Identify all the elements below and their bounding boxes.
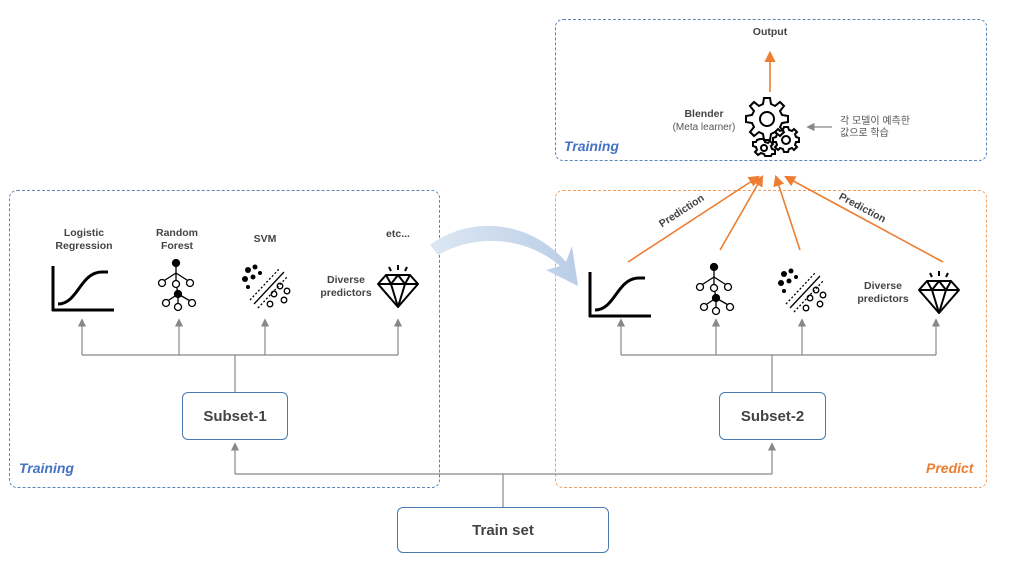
subset-1-box: Subset-1 [182, 392, 288, 440]
blender-label: Blender [684, 108, 724, 120]
diamond-icon [374, 264, 422, 315]
svm-label: SVM [253, 233, 277, 245]
decision-tree-icon-right [690, 262, 744, 323]
diverse-predictors-right-label: Diverse predictors [857, 280, 909, 305]
subset-2-box: Subset-2 [719, 392, 826, 440]
sigmoid-curve-icon [50, 264, 116, 319]
diamond-icon-right [915, 270, 963, 321]
decision-tree-icon [152, 258, 206, 319]
logistic-regression-label: Logistic Regression [55, 227, 113, 252]
left-panel-label: Training [19, 460, 74, 476]
transfer-curve-arrow [430, 225, 578, 286]
etc-label: etc... [386, 228, 410, 240]
svm-scatter-icon [240, 262, 294, 317]
train-set-box: Train set [397, 507, 609, 553]
diverse-predictors-left-label: Diverse predictors [320, 274, 372, 299]
gears-icon [744, 95, 800, 162]
top-panel-label: Training [564, 138, 619, 154]
output-label: Output [752, 26, 788, 38]
right-predict-panel [555, 190, 987, 488]
blender-subtitle: (Meta learner) [672, 122, 736, 133]
top-training-panel [555, 19, 987, 161]
random-forest-label: Random Forest [156, 227, 198, 252]
meta-learner-note: 각 모델이 예측한 값으로 학습 [840, 116, 910, 139]
right-panel-label: Predict [926, 460, 974, 476]
sigmoid-curve-icon-right [587, 270, 653, 325]
svm-scatter-icon-right [776, 266, 830, 321]
left-training-panel [9, 190, 440, 488]
